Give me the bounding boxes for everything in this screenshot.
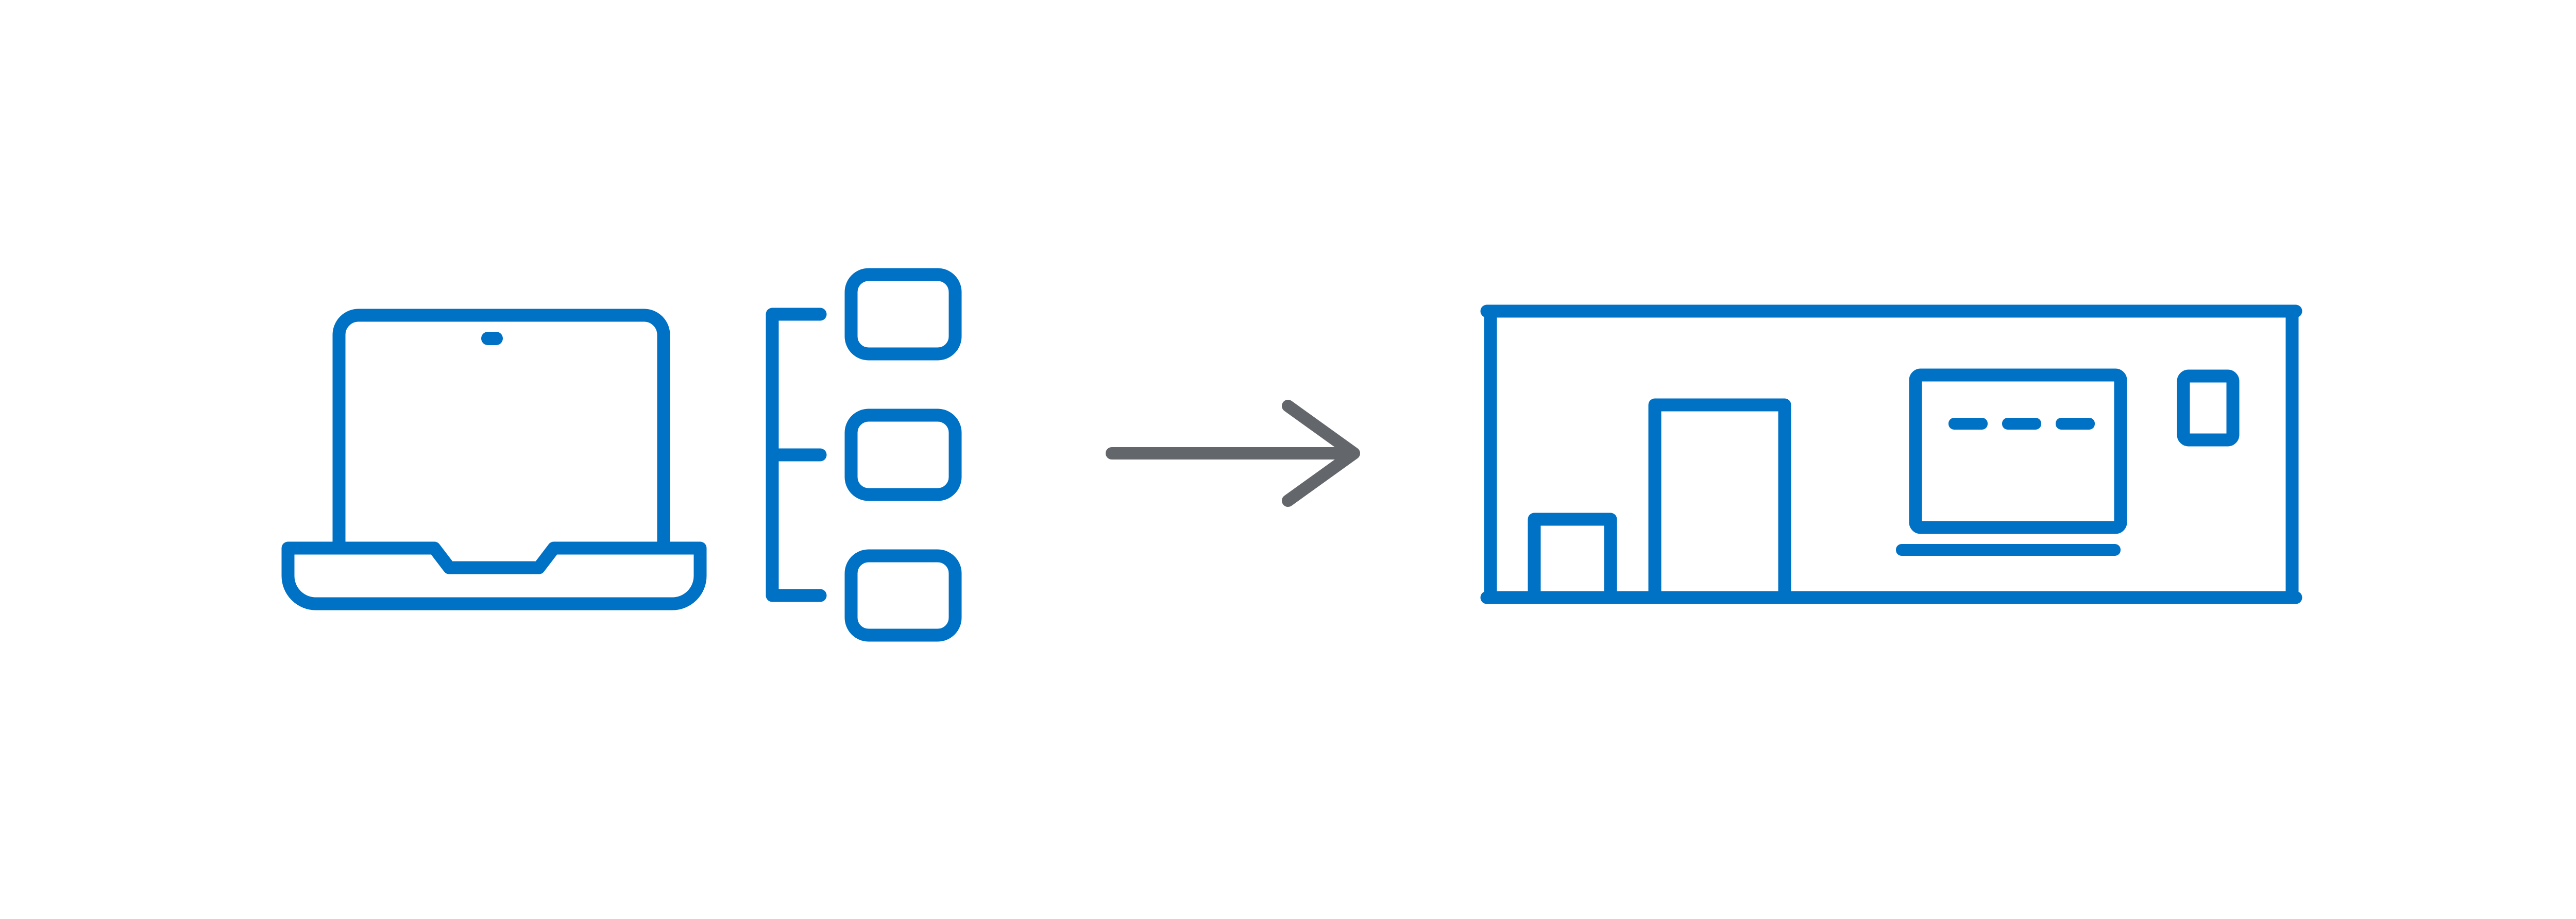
building-base-bar bbox=[1896, 544, 2121, 556]
window-dash-1 bbox=[1948, 418, 1988, 430]
building-small-window bbox=[2177, 369, 2240, 447]
window-dash-2 bbox=[2002, 418, 2041, 430]
hierarchy-node-1 bbox=[844, 268, 962, 361]
factory-building-icon bbox=[1480, 304, 2302, 604]
laptop-base bbox=[281, 541, 707, 610]
building-short-block bbox=[1528, 513, 1617, 604]
laptop-icon bbox=[281, 309, 707, 610]
hierarchy-node-3 bbox=[844, 549, 962, 642]
laptop-screen bbox=[332, 309, 670, 555]
building-window-panel bbox=[1909, 368, 2127, 534]
hierarchy-tree-icon bbox=[766, 268, 962, 642]
hierarchy-node-2 bbox=[844, 409, 962, 501]
arrow-head bbox=[1282, 400, 1360, 507]
arrow-right-icon bbox=[1106, 400, 1360, 507]
laptop-camera-dot bbox=[481, 332, 503, 345]
building-tall-block bbox=[1648, 398, 1791, 604]
window-dash-3 bbox=[2056, 418, 2095, 430]
